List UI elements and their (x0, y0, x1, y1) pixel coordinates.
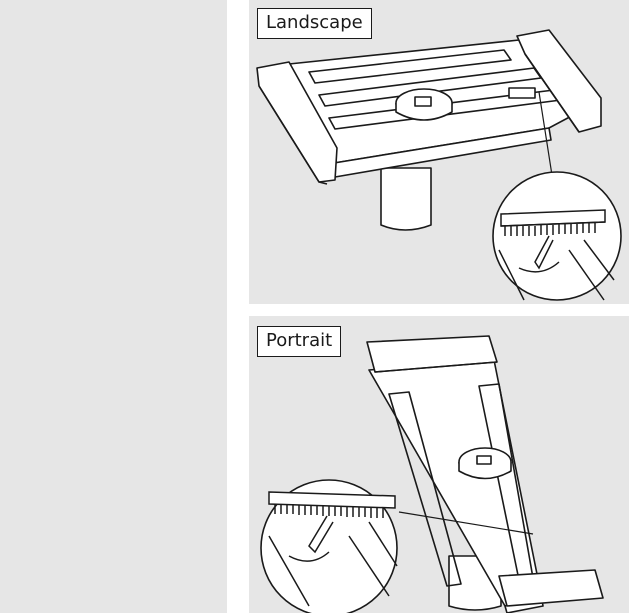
portrait-panel: Portrait (249, 316, 629, 613)
blank-side-panel (0, 0, 227, 613)
landscape-label: Landscape (257, 8, 372, 39)
landscape-panel: Landscape (249, 0, 629, 304)
landscape-mount-illustration (256, 29, 622, 301)
portrait-mount-illustration (260, 335, 604, 613)
portrait-label: Portrait (257, 326, 342, 357)
